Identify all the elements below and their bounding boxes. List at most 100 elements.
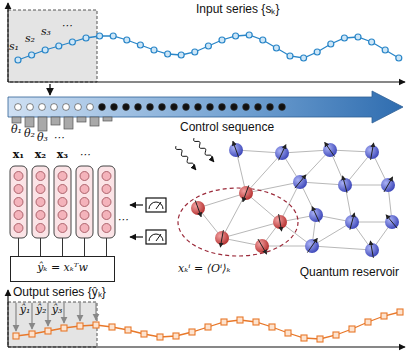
- neuron: [36, 224, 45, 233]
- spin-arrow: [370, 241, 373, 258]
- output-point: [45, 328, 51, 334]
- drive-wave: [176, 146, 196, 170]
- input-point: [69, 39, 75, 45]
- input-point: [124, 37, 130, 43]
- input-point: [56, 43, 62, 49]
- control-bar: [51, 117, 60, 125]
- ellipsis: ⋯: [61, 20, 72, 32]
- spin-arrow: [312, 207, 319, 222]
- output-point: [333, 332, 339, 338]
- input-line: [18, 35, 399, 60]
- input-point: [233, 33, 239, 39]
- regression-formula: ŷₖ = xₖᵀw: [37, 262, 88, 274]
- neuron: [80, 224, 89, 233]
- readout-wire: [18, 238, 19, 256]
- neuron: [102, 198, 111, 207]
- neuron: [36, 198, 45, 207]
- sequence-dot: [219, 104, 226, 111]
- control-bar: [12, 117, 21, 123]
- neuron: [102, 224, 111, 233]
- output-point: [13, 333, 19, 339]
- input-point: [328, 41, 334, 47]
- sequence-dot: [63, 104, 70, 111]
- feature-column: [76, 166, 93, 238]
- x-axis: [8, 81, 405, 82]
- input-point: [110, 33, 116, 39]
- input-point: [42, 47, 48, 53]
- series-label: s₁: [9, 41, 19, 53]
- input-point: [287, 53, 293, 59]
- input-point: [314, 49, 320, 55]
- spin: [323, 143, 337, 157]
- measured-region: [178, 188, 298, 256]
- input-point: [246, 32, 252, 38]
- input-point: [192, 49, 198, 55]
- series-label: s₂: [25, 33, 35, 45]
- spin-arrow: [243, 185, 249, 201]
- output-point: [77, 323, 83, 329]
- meter-needle: [156, 202, 161, 209]
- readout-wire: [62, 238, 63, 256]
- input-point: [137, 42, 143, 48]
- neuron: [80, 172, 89, 181]
- spin: [293, 175, 307, 189]
- input-point: [382, 47, 388, 53]
- output-point: [125, 327, 131, 333]
- prediction-arrow: [63, 303, 64, 323]
- sequence-dot: [15, 104, 22, 111]
- meter-arc: [149, 234, 163, 241]
- observable-formula: xₖⁱ = ⟨Oⁱ⟩ₖ: [178, 263, 230, 275]
- neuron: [80, 185, 89, 194]
- input-point: [97, 33, 103, 39]
- shaded-window: [8, 10, 97, 82]
- prediction-arrow: [15, 303, 16, 331]
- sequence-dot: [87, 104, 94, 111]
- feature-column: [10, 166, 27, 238]
- output-point: [349, 326, 355, 332]
- output-point: [189, 329, 195, 335]
- spin-arrow: [258, 239, 267, 254]
- neuron: [14, 198, 23, 207]
- output-point: [317, 336, 323, 342]
- sequence-dot: [207, 104, 214, 111]
- meter-needle: [156, 234, 161, 241]
- neuron: [14, 211, 23, 220]
- prediction-arrow: [47, 303, 48, 326]
- measured-spin: [255, 239, 269, 253]
- spin-arrow: [307, 239, 317, 253]
- band-label: Control sequence: [180, 121, 274, 134]
- input-point: [83, 35, 89, 41]
- output-point: [61, 325, 67, 331]
- spin-arrow: [343, 176, 347, 192]
- sequence-dot: [243, 104, 250, 111]
- input-point: [219, 37, 225, 43]
- neuron: [36, 211, 45, 220]
- coupling-line: [222, 222, 280, 238]
- y-axis: [7, 3, 8, 82]
- output-point: [253, 319, 259, 325]
- spin-arrow: [195, 200, 201, 216]
- input-point: [301, 55, 307, 61]
- measure-arrow: [130, 204, 143, 205]
- sequence-dot: [51, 104, 58, 111]
- spin-arrow: [384, 177, 393, 192]
- spin: [381, 178, 395, 192]
- sequence-dot: [231, 104, 238, 111]
- neuron: [36, 172, 45, 181]
- spin-arrow: [295, 175, 306, 188]
- prediction-arrow: [31, 303, 32, 329]
- neuron: [36, 185, 45, 194]
- series-label: s₃: [41, 26, 51, 38]
- prediction-arrow: [79, 303, 80, 321]
- neuron: [102, 211, 111, 220]
- sequence-dot: [195, 104, 202, 111]
- feature-label: x₂: [35, 149, 46, 161]
- meter-icon: [146, 198, 166, 212]
- neuron: [58, 198, 67, 207]
- output-point: [173, 333, 179, 339]
- sequence-dot: [171, 104, 178, 111]
- output-point: [397, 309, 403, 315]
- neuron: [58, 172, 67, 181]
- coupling-line: [312, 246, 372, 250]
- spin-arrow: [279, 214, 282, 231]
